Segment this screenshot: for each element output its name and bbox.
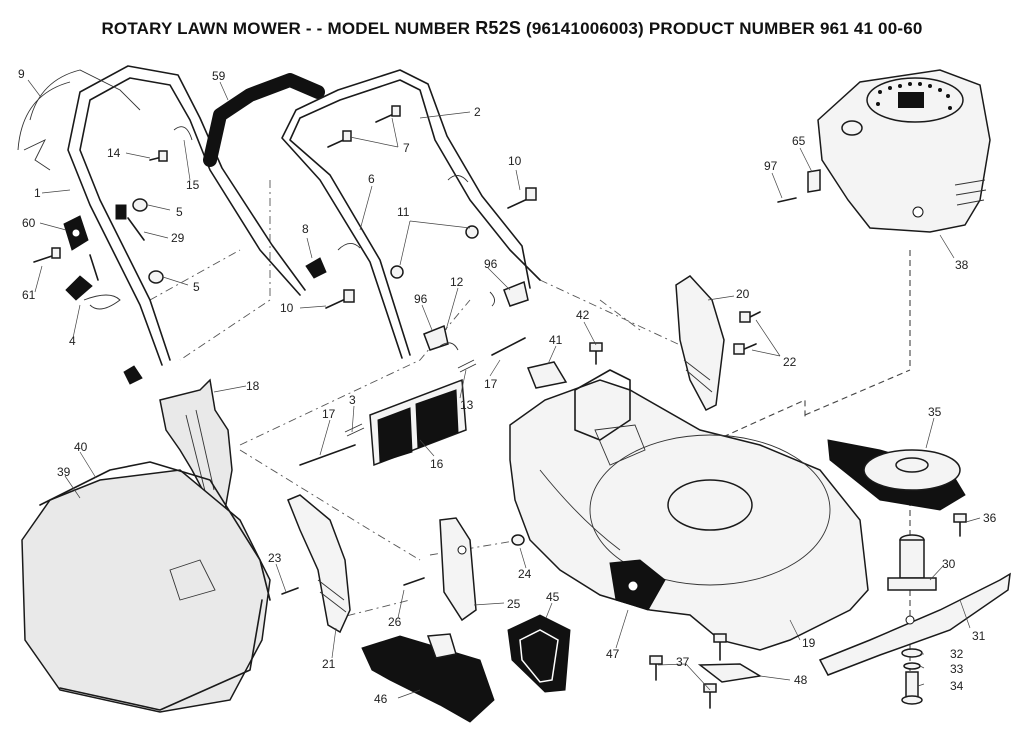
label-part-59: 59 (212, 69, 226, 83)
side-plate-25 (403, 517, 477, 622)
label-part-31: 31 (972, 629, 986, 643)
label-part-1: 1 (34, 186, 41, 200)
handle-bolts (33, 105, 537, 309)
label-part-15: 15 (186, 178, 200, 192)
mower-deck-19 (509, 369, 869, 651)
grass-catcher-39 (21, 461, 271, 713)
bolt-36 (953, 513, 967, 537)
label-part-13: 13 (460, 398, 474, 412)
label-part-10-right: 10 (508, 154, 522, 168)
hairpin-clip-9 (17, 81, 71, 151)
rear-door-assembly (299, 337, 526, 467)
label-part-16: 16 (430, 457, 444, 471)
handle-grip-59 (203, 73, 325, 167)
blade-31 (818, 572, 1011, 676)
label-part-19: 19 (802, 636, 816, 650)
label-part-2: 2 (474, 105, 481, 119)
label-part-97: 97 (764, 159, 778, 173)
label-part-65: 65 (792, 134, 806, 148)
label-part-20: 20 (736, 287, 750, 301)
engine-bracket-65 (777, 169, 821, 203)
label-part-96-upper: 96 (484, 257, 498, 271)
washers-32-33 (901, 648, 923, 670)
label-part-36: 36 (983, 511, 997, 525)
label-part-35: 35 (928, 405, 942, 419)
part-number-labels: 9 59 2 7 14 15 1 5 5 60 29 61 4 6 8 10 1… (18, 67, 997, 706)
label-part-8: 8 (302, 222, 309, 236)
control-parts (63, 126, 469, 310)
label-part-39: 39 (57, 465, 71, 479)
blade-adapter-35 (827, 439, 966, 511)
engine-38 (817, 69, 991, 233)
label-part-7: 7 (403, 141, 410, 155)
label-part-40: 40 (74, 440, 88, 454)
label-part-21: 21 (322, 657, 336, 671)
label-part-45: 45 (546, 590, 560, 604)
label-part-96-lower: 96 (414, 292, 428, 306)
label-part-17-left: 17 (322, 407, 336, 421)
label-part-29: 29 (171, 231, 185, 245)
leader-lines (27, 79, 981, 699)
label-part-22: 22 (783, 355, 797, 369)
lower-handle-left (23, 65, 306, 366)
upper-handle-2 (281, 69, 541, 359)
blade-bolt-34 (901, 671, 923, 705)
cable-clips (423, 280, 529, 351)
label-part-34: 34 (950, 679, 964, 693)
label-part-17-right: 17 (484, 377, 498, 391)
label-part-33: 33 (950, 662, 964, 676)
label-part-6: 6 (368, 172, 375, 186)
model-number: R52S (475, 18, 522, 38)
label-part-60: 60 (22, 216, 36, 230)
height-adjuster-21 (281, 494, 351, 634)
label-part-4: 4 (69, 334, 76, 348)
label-part-61: 61 (22, 288, 36, 302)
label-part-30: 30 (942, 557, 956, 571)
label-part-12: 12 (450, 275, 464, 289)
handle-knob (123, 365, 143, 385)
deflector-46 (361, 633, 495, 723)
handle-nuts (132, 198, 479, 284)
label-part-14: 14 (107, 146, 121, 160)
label-part-38: 38 (955, 258, 969, 272)
page-title: ROTARY LAWN MOWER - - MODEL NUMBER R52S … (0, 18, 1024, 39)
mulch-plug-45 (507, 614, 571, 693)
label-part-48: 48 (794, 673, 808, 687)
label-part-25: 25 (507, 597, 521, 611)
title-prefix: ROTARY LAWN MOWER - - MODEL NUMBER (101, 19, 471, 38)
label-part-5-lower: 5 (193, 280, 200, 294)
label-part-32: 32 (950, 647, 964, 661)
label-part-46: 46 (374, 692, 388, 706)
label-part-23: 23 (268, 551, 282, 565)
label-part-41: 41 (549, 333, 563, 347)
label-part-26: 26 (388, 615, 402, 629)
blade-hub-30 (887, 534, 937, 591)
label-part-10-left: 10 (280, 301, 294, 315)
label-part-5-upper: 5 (176, 205, 183, 219)
height-adjuster-20 (675, 275, 761, 411)
label-part-42: 42 (576, 308, 590, 322)
label-part-11: 11 (397, 205, 410, 219)
label-part-47: 47 (606, 647, 620, 661)
deck-small-parts (511, 342, 603, 546)
label-part-9: 9 (18, 67, 25, 81)
engine-vents (876, 82, 952, 110)
label-part-18: 18 (246, 379, 260, 393)
label-part-24: 24 (518, 567, 532, 581)
title-suffix: (96141006003) PRODUCT NUMBER 961 41 00-6… (525, 19, 923, 38)
label-part-3: 3 (349, 393, 356, 407)
label-part-37: 37 (676, 655, 690, 669)
